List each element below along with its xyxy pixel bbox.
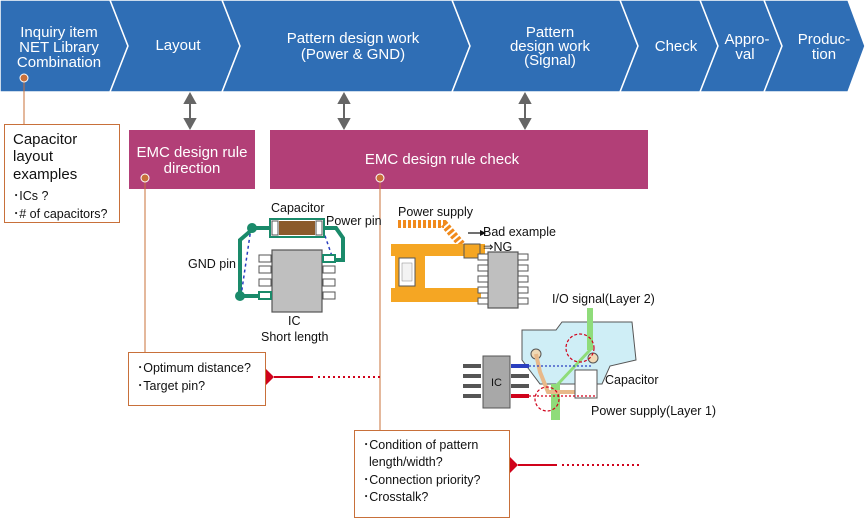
flow-step-pattern-power-line1: Pattern design work bbox=[287, 30, 420, 47]
flow-step-inquiry-line3: Combination bbox=[17, 54, 101, 71]
note-condition-item-1: ･Condition of pattern bbox=[363, 438, 479, 452]
note-optimum-item-1: ･Optimum distance? bbox=[137, 361, 251, 375]
label-power-supply: Power supply bbox=[398, 205, 474, 219]
flow-step-pattern-signal-line2: design work bbox=[510, 38, 591, 55]
label-ic-small: IC bbox=[491, 377, 502, 389]
label-io-signal: I/O signal(Layer 2) bbox=[552, 292, 655, 306]
bad-example-diagram: Power supply Bad example ⇒NG bbox=[391, 205, 556, 309]
connector-dot bbox=[375, 173, 385, 183]
flow-step-pattern-power-line2: (Power & GND) bbox=[301, 46, 405, 63]
label-power-pin: Power pin bbox=[326, 214, 382, 228]
label-ng: ⇒NG bbox=[483, 240, 512, 254]
flow-step-layout-line1: Layout bbox=[155, 37, 201, 54]
capacitor-ic-diagram: Capacitor Power pin GND pin IC Short len… bbox=[188, 201, 382, 344]
double-arrow-icon bbox=[337, 91, 351, 131]
note-capacitor-title-2: layout bbox=[13, 148, 54, 166]
note-condition-item-2: length/width? bbox=[369, 455, 443, 470]
double-arrow-icon bbox=[183, 91, 197, 131]
label-short-length: Short length bbox=[261, 330, 328, 344]
note-capacitor-title-3: examples bbox=[13, 165, 78, 183]
flow-step-approval-line2: val bbox=[735, 46, 754, 63]
emc-check-label: EMC design rule check bbox=[365, 151, 520, 168]
note-optimum-item-2: ･Target pin? bbox=[137, 379, 206, 394]
label-gnd-pin: GND pin bbox=[188, 257, 236, 271]
emc-check-box bbox=[270, 130, 648, 189]
flow-step-inquiry-line1: Inquiry item bbox=[20, 24, 98, 41]
note-capacitor-layout: Capacitor layout examples ･ICs ? ･# of c… bbox=[4, 124, 120, 223]
process-flow: Inquiry item NET Library Combination Lay… bbox=[0, 0, 865, 93]
flow-step-production bbox=[762, 0, 865, 93]
note-optimum-distance: ･Optimum distance? ･Target pin? bbox=[128, 352, 266, 406]
label-power-supply-layer: Power supply(Layer 1) bbox=[591, 404, 716, 418]
label-bad-example: Bad example bbox=[483, 225, 556, 239]
note-condition-item-3: ･Connection priority? bbox=[363, 472, 481, 487]
emc-direction-box bbox=[129, 130, 255, 189]
note-condition: ･Condition of pattern length/width? ･Con… bbox=[354, 430, 510, 518]
flow-step-check-line1: Check bbox=[655, 38, 698, 55]
flow-step-production-line1: Produc- bbox=[798, 31, 851, 48]
flow-step-pattern-signal-line3: (Signal) bbox=[524, 52, 576, 69]
bidirectional-arrows bbox=[183, 91, 532, 131]
label-capacitor-right: Capacitor bbox=[605, 373, 659, 387]
note-capacitor-item-1: ･ICs ? bbox=[13, 188, 49, 203]
flow-step-approval-line1: Appro- bbox=[724, 31, 769, 48]
flow-step-production-line2: tion bbox=[812, 46, 836, 63]
connectors bbox=[19, 73, 385, 430]
emc-direction-line1: EMC design rule bbox=[137, 144, 248, 161]
double-arrow-icon bbox=[518, 91, 532, 131]
connector-dot bbox=[19, 73, 29, 83]
label-ic: IC bbox=[288, 314, 301, 328]
note-capacitor-item-2: ･# of capacitors? bbox=[13, 206, 108, 221]
flow-step-pattern-signal-line1: Pattern bbox=[526, 24, 574, 41]
connector-dot bbox=[140, 173, 150, 183]
multilayer-diagram: I/O signal(Layer 2) IC Capacitor Power s… bbox=[463, 292, 716, 420]
flow-step-inquiry-line2: NET Library bbox=[19, 39, 99, 56]
note-capacitor-title-1: Capacitor bbox=[13, 131, 78, 148]
note-condition-item-4: ･Crosstalk? bbox=[363, 489, 429, 504]
label-capacitor-top: Capacitor bbox=[271, 201, 325, 215]
emc-direction-line2: direction bbox=[164, 160, 221, 177]
